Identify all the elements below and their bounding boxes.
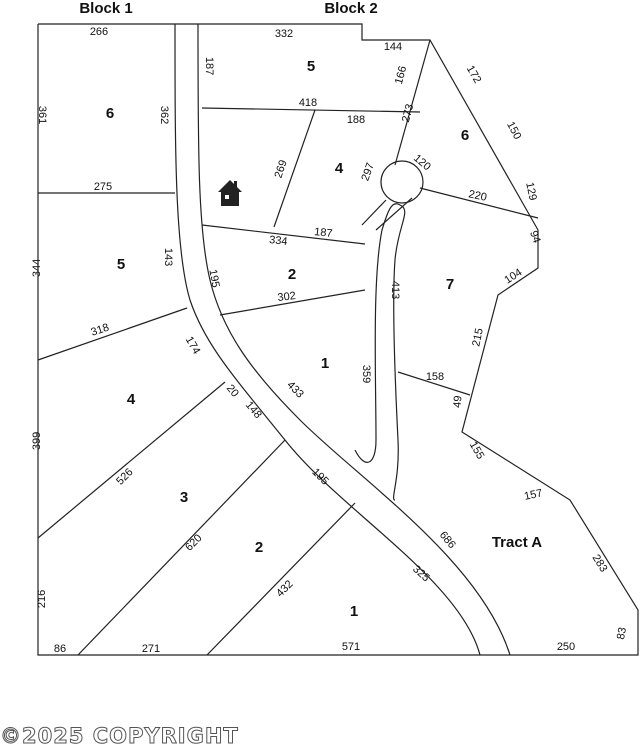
lot-line: [37, 307, 188, 361]
tract-a-label: Tract A: [492, 534, 542, 551]
lot-line: [273, 109, 316, 228]
dimension-label: 283: [590, 552, 610, 574]
lot-number: 2: [288, 266, 296, 283]
lot-line: [397, 371, 471, 396]
dimension-label: 302: [277, 290, 297, 304]
dimension-label: 433: [284, 379, 305, 400]
dimension-label: 266: [90, 26, 108, 38]
boundary-outline: [37, 23, 639, 656]
lot-number: 7: [446, 276, 454, 293]
lot-line: [419, 187, 539, 219]
dimension-label: 418: [299, 97, 317, 109]
dimension-label: 250: [557, 641, 575, 653]
dimension-label: 143: [162, 248, 174, 266]
culdesac-circle: [380, 160, 424, 204]
dimension-label: 83: [615, 626, 629, 640]
block-2-title: Block 2: [324, 0, 377, 17]
lot-line: [206, 502, 356, 656]
lot-number: 1: [321, 355, 329, 372]
dimension-label: 188: [347, 114, 365, 126]
lot-number: 1: [350, 603, 358, 620]
culdesac-stem-right: [375, 197, 413, 231]
dimension-label: 297: [359, 161, 377, 182]
dimension-label: 215: [470, 327, 486, 347]
dimension-label: 332: [275, 28, 293, 40]
lot-number: 3: [180, 489, 188, 506]
lot-number: 4: [127, 391, 136, 408]
dimension-label: 49: [452, 395, 465, 408]
dimension-label: 362: [158, 106, 170, 124]
lot-line: [394, 39, 431, 166]
culdesac-road: [354, 203, 406, 501]
dimension-label: 344: [31, 259, 43, 277]
dimension-label: 166: [393, 65, 409, 86]
dimension-label: 195: [206, 268, 221, 288]
lot-line: [201, 107, 421, 113]
dimension-label: 271: [142, 643, 160, 655]
lot-line: [219, 289, 366, 316]
dimension-label: 150: [504, 120, 523, 142]
dimension-label: 526: [114, 466, 135, 487]
dimension-label: 158: [426, 371, 444, 383]
dimension-label: 361: [36, 106, 48, 124]
dimension-label: 359: [360, 365, 372, 383]
dimension-label: 20: [224, 383, 241, 400]
dimension-label: 275: [94, 181, 112, 193]
dimension-label: 334: [269, 234, 289, 248]
lot-number: 6: [106, 105, 114, 122]
dimension-label: 432: [274, 578, 295, 599]
dimension-label: 571: [342, 641, 360, 653]
dimension-label: 269: [273, 158, 290, 179]
dimension-label: 187: [314, 226, 334, 240]
road-edge-right: [197, 23, 511, 656]
lot-number: 6: [461, 127, 469, 144]
dimension-label: 187: [203, 57, 215, 75]
dimension-label: 157: [523, 487, 543, 503]
dimension-label: 129: [523, 181, 539, 201]
dimension-label: 144: [384, 41, 402, 53]
dimension-label: 273: [400, 103, 416, 124]
dimension-label: 94: [527, 229, 542, 245]
house-icon: [218, 180, 242, 206]
dimension-label: 120: [411, 152, 433, 173]
lot-line: [37, 381, 226, 539]
dimension-label: 220: [467, 188, 487, 204]
dimension-label: 318: [89, 322, 110, 339]
dimension-label: 155: [467, 440, 487, 462]
dimension-label: 172: [464, 64, 484, 86]
dimension-label: 148: [243, 399, 264, 421]
dimension-label: 104: [502, 266, 524, 286]
lot-line: [77, 439, 286, 656]
road-edge-left: [174, 23, 481, 656]
dimension-label: 216: [36, 590, 48, 608]
lot-number: 5: [117, 256, 125, 273]
block-1-title: Block 1: [79, 0, 132, 17]
dimension-label: 325: [410, 563, 432, 584]
lot-number: 4: [335, 160, 344, 177]
dimension-label: 620: [183, 532, 204, 553]
dimension-label: 174: [183, 335, 203, 357]
lot-number: 5: [307, 58, 315, 75]
culdesac-stem-left: [361, 199, 387, 226]
copyright-watermark: ©2025 COPYRIGHT: [0, 724, 239, 748]
dimension-label: 399: [31, 432, 43, 450]
dimension-label: 413: [389, 281, 401, 299]
lot-number: 2: [255, 539, 263, 556]
dimension-label: 86: [54, 643, 66, 655]
lot-line: [201, 224, 366, 245]
